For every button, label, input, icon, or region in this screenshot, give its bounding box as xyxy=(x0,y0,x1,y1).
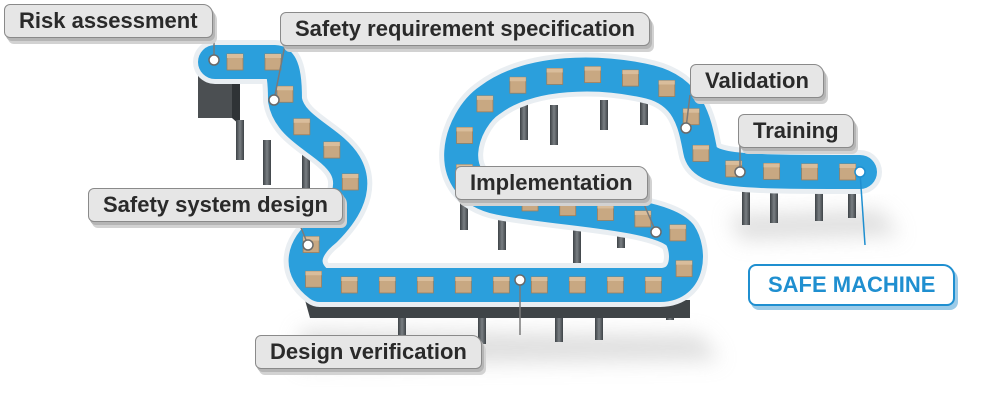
package-box xyxy=(264,53,282,71)
package-box xyxy=(340,276,358,294)
stage-label-implementation: Implementation xyxy=(455,166,648,200)
stage-label-validation: Validation xyxy=(690,64,824,98)
stage-label-risk-assessment: Risk assessment xyxy=(4,4,213,38)
package-box xyxy=(226,53,244,71)
stage-label-training: Training xyxy=(738,114,854,148)
package-box xyxy=(692,144,710,162)
package-box xyxy=(416,276,434,294)
package-box xyxy=(559,199,577,217)
package-box xyxy=(492,276,510,294)
package-box xyxy=(597,204,614,221)
stage-label-safety-system-design: Safety system design xyxy=(88,188,343,222)
package-box xyxy=(323,141,341,159)
package-box xyxy=(305,270,322,288)
package-box xyxy=(801,163,819,181)
package-box xyxy=(669,224,687,242)
stage-label-safety-requirement-specification: Safety requirement specification xyxy=(280,12,650,46)
package-box xyxy=(454,276,472,294)
package-box xyxy=(606,276,624,294)
package-box xyxy=(675,260,693,278)
final-label-safe-machine: SAFE MACHINE xyxy=(748,264,956,306)
package-box xyxy=(584,66,602,83)
package-box xyxy=(509,76,527,94)
package-box xyxy=(476,95,494,113)
package-box xyxy=(658,80,676,97)
package-box xyxy=(293,118,311,136)
package-box xyxy=(622,69,639,87)
package-box xyxy=(839,163,857,181)
package-box xyxy=(378,276,396,294)
package-box xyxy=(456,127,473,144)
stage-label-design-verification: Design verification xyxy=(255,335,482,369)
package-box xyxy=(530,276,548,294)
marker-pins xyxy=(208,54,866,286)
package-box xyxy=(341,173,359,191)
package-box xyxy=(546,68,564,85)
package-box xyxy=(763,162,781,180)
package-box xyxy=(568,276,586,294)
package-box xyxy=(276,85,294,103)
package-box xyxy=(644,276,662,294)
